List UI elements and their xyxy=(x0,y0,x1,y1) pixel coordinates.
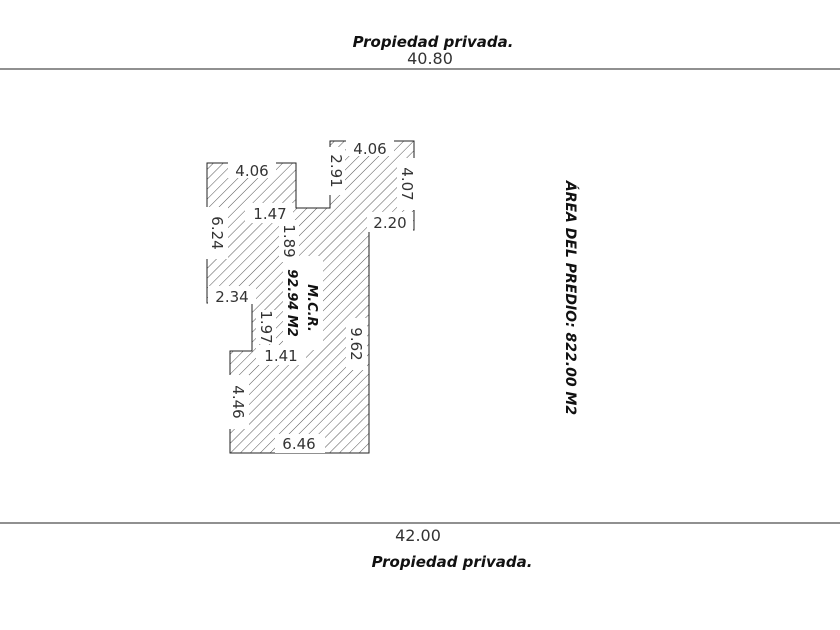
dimension-624: 6.24 xyxy=(208,216,226,249)
bottom-measure-label: 42.00 xyxy=(395,526,441,545)
building-label: M.C.R. xyxy=(304,284,319,332)
dimension-962: 9.62 xyxy=(347,327,365,360)
dimension-446: 4.46 xyxy=(229,385,247,418)
dimension-189: 1.89 xyxy=(280,224,298,257)
dimension-141: 1.41 xyxy=(264,347,297,365)
dimension-646: 6.46 xyxy=(282,435,315,453)
bottom-neighbor-label: Propiedad privada. xyxy=(372,553,533,571)
dimension-147: 1.47 xyxy=(253,205,286,223)
building-area-label: 92.94 M2 xyxy=(284,269,299,337)
label-backgrounds xyxy=(206,138,417,453)
top-neighbor-label: Propiedad privada. xyxy=(353,33,514,51)
dimension-406-right: 4.06 xyxy=(353,140,386,158)
dimension-406-left: 4.06 xyxy=(235,162,268,180)
dimension-291: 2.91 xyxy=(327,154,345,187)
dimension-234: 2.34 xyxy=(215,288,248,306)
dimension-197: 1.97 xyxy=(257,310,275,343)
dimension-220: 2.20 xyxy=(373,214,406,232)
top-measure-label: 40.80 xyxy=(407,49,453,68)
lot-area-label: ÁREA DEL PREDIO: 822.00 M2 xyxy=(562,180,579,415)
dimension-407: 4.07 xyxy=(398,167,416,200)
